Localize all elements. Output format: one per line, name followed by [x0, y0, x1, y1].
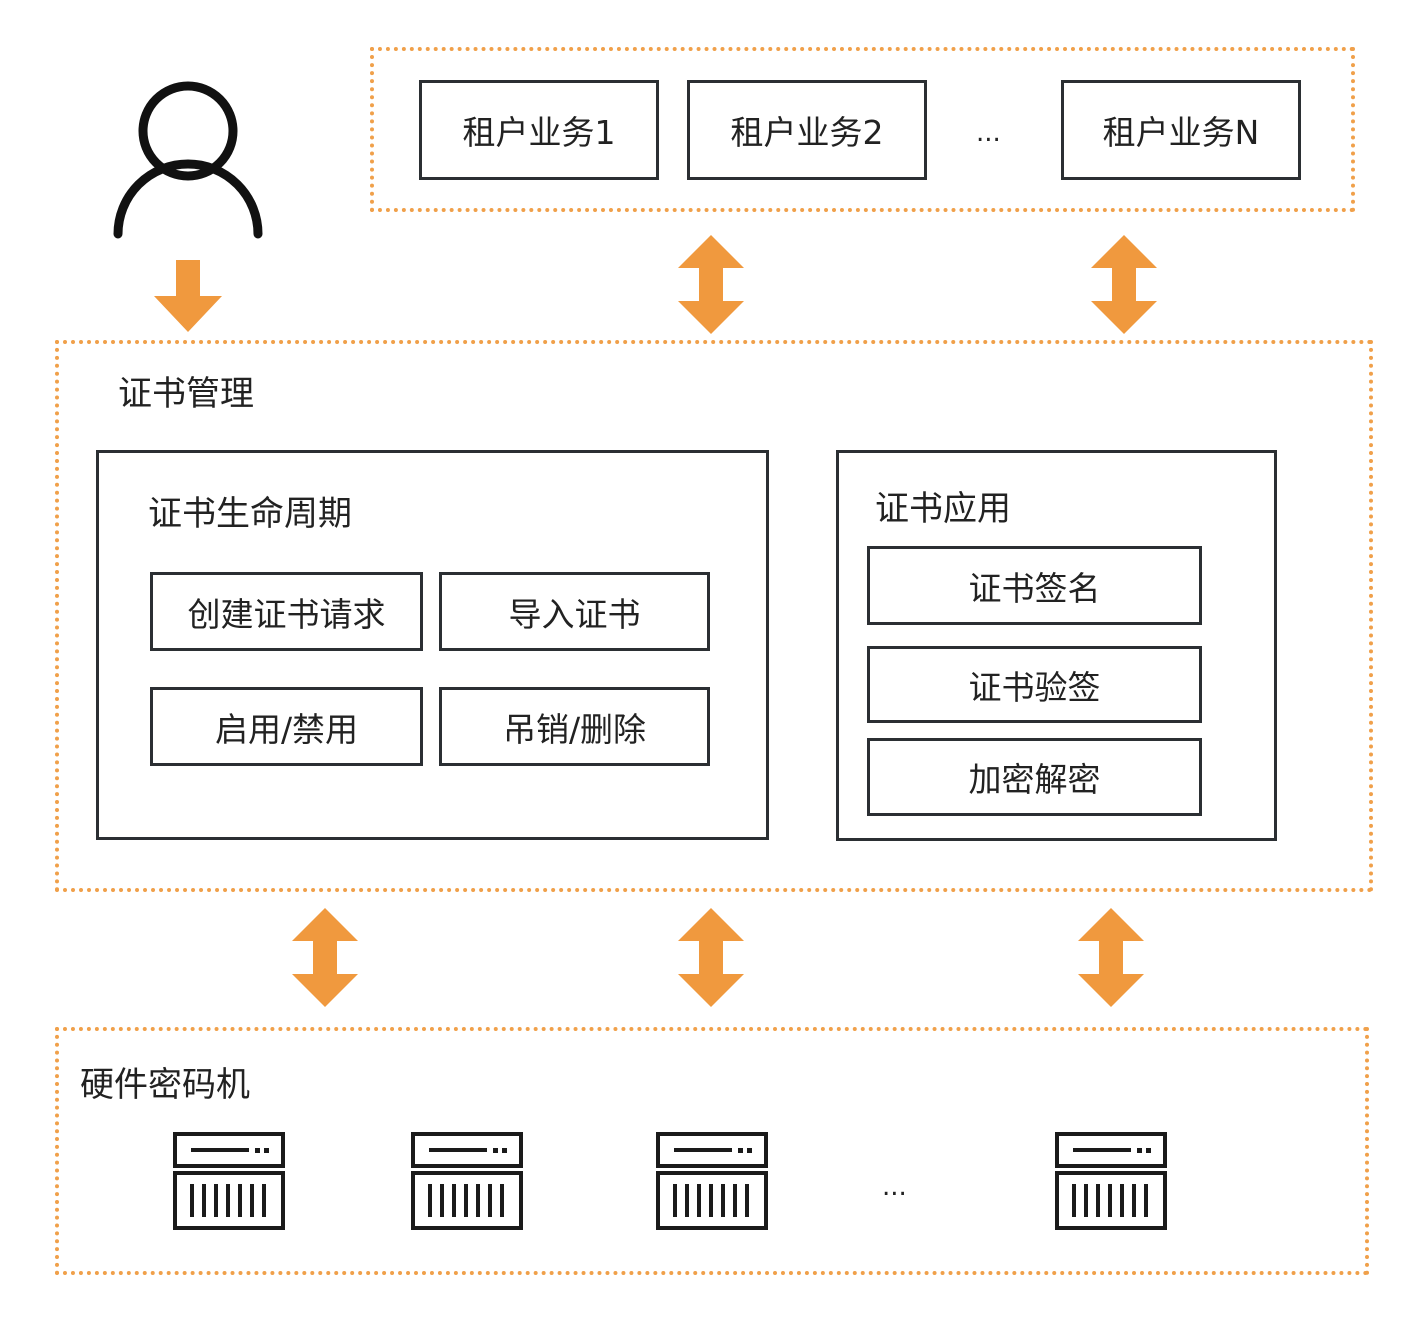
hsm-title: 硬件密码机	[80, 1065, 250, 1105]
server-rack-icon	[656, 1132, 768, 1230]
encrypt-decrypt-box: 加密解密	[867, 738, 1202, 816]
arrow-up-down-icon	[678, 908, 744, 1007]
create-cert-request-label: 创建证书请求	[187, 594, 386, 634]
arrow-down-icon	[154, 260, 222, 332]
cert-management-group	[55, 340, 1373, 892]
cert-verify-label: 证书验签	[968, 667, 1101, 707]
tenant-box-1: 租户业务1	[419, 80, 659, 180]
arrow-up-down-icon	[292, 908, 358, 1007]
enable-disable-box: 启用/禁用	[150, 687, 423, 766]
cert-management-title: 证书管理	[118, 374, 254, 414]
tenant-box-n: 租户业务N	[1061, 80, 1301, 180]
cert-sign-box: 证书签名	[867, 546, 1202, 625]
revoke-delete-label: 吊销/删除	[502, 709, 647, 749]
cert-verify-box: 证书验签	[867, 646, 1202, 723]
import-cert-box: 导入证书	[439, 572, 710, 651]
tenant-label-2: 租户业务2	[730, 113, 884, 152]
lifecycle-title: 证书生命周期	[148, 494, 352, 534]
tenant-ellipsis: ...	[976, 118, 1001, 148]
arrow-up-down-icon	[1078, 908, 1144, 1007]
tenant-label-n: 租户业务N	[1102, 113, 1260, 152]
arrow-up-down-icon	[1091, 235, 1157, 334]
arrow-up-down-icon	[678, 235, 744, 334]
server-rack-icon	[173, 1132, 285, 1230]
import-cert-label: 导入证书	[508, 594, 641, 634]
user-icon	[113, 81, 263, 239]
cert-sign-label: 证书签名	[968, 568, 1101, 608]
enable-disable-label: 启用/禁用	[214, 709, 359, 749]
server-rack-icon	[1055, 1132, 1167, 1230]
revoke-delete-box: 吊销/删除	[439, 687, 710, 766]
tenant-group	[370, 47, 1355, 212]
tenant-label-1: 租户业务1	[462, 113, 616, 152]
create-cert-request-box: 创建证书请求	[150, 572, 423, 651]
hsm-group	[55, 1027, 1369, 1275]
server-rack-icon	[411, 1132, 523, 1230]
application-title: 证书应用	[875, 489, 1011, 529]
encrypt-decrypt-label: 加密解密	[968, 760, 1101, 799]
tenant-box-2: 租户业务2	[687, 80, 927, 180]
hsm-ellipsis: ...	[882, 1172, 907, 1202]
